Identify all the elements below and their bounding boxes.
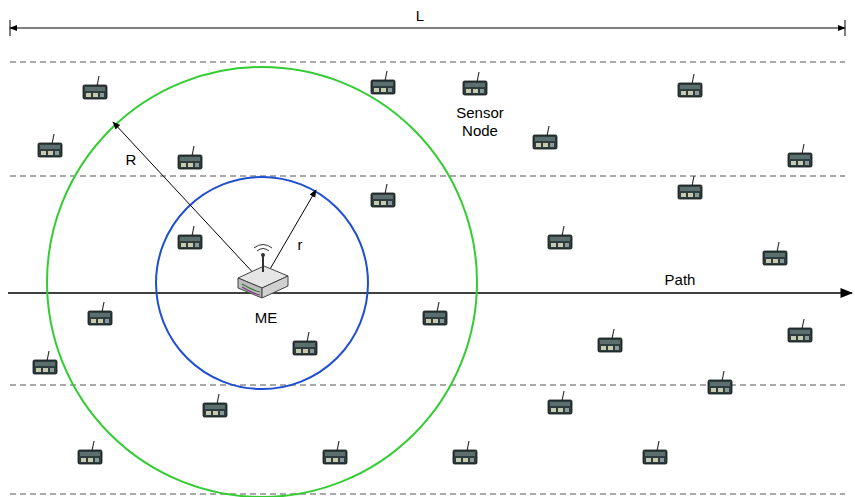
length-dimension xyxy=(10,20,845,36)
length-label: L xyxy=(414,7,426,25)
sensor-node-label: Sensor Node xyxy=(448,104,512,140)
radius-arrow xyxy=(113,122,258,278)
band-lines xyxy=(10,62,845,494)
path-arrow xyxy=(8,292,852,294)
radius-arrow xyxy=(266,190,316,276)
radius-label: r xyxy=(296,236,305,254)
sensor-nodes xyxy=(33,71,812,464)
device-label: ME xyxy=(253,309,280,327)
path-label: Path xyxy=(663,271,698,289)
mobile-element-device xyxy=(238,245,288,299)
inner-range-circle xyxy=(156,177,368,389)
outer-range-circle xyxy=(47,67,477,497)
radius-label: R xyxy=(124,151,139,169)
